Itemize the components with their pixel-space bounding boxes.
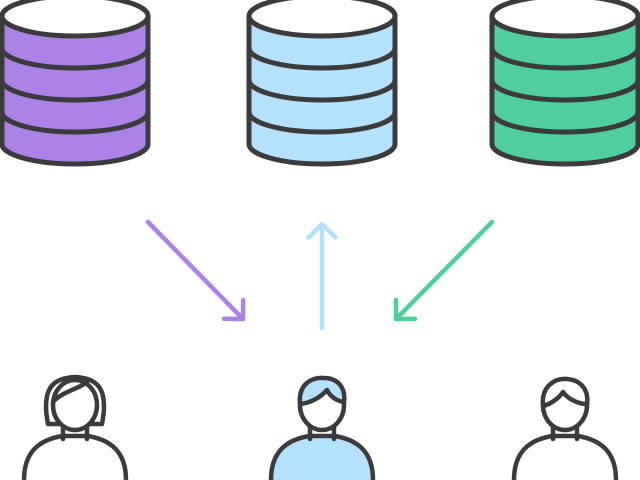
arrow-center-up	[306, 221, 338, 331]
database-band-line	[246, 111, 398, 135]
database-purple	[0, 0, 151, 167]
database-band-line	[489, 79, 640, 103]
database-green	[489, 0, 640, 167]
hair-fringe	[50, 379, 90, 405]
database-band-line	[489, 47, 640, 71]
database-lid	[246, 0, 398, 39]
arrow-shaft	[145, 219, 246, 322]
database-band-line	[246, 47, 398, 71]
user-center	[268, 375, 376, 480]
database-band-line	[0, 47, 151, 71]
user-right	[511, 376, 619, 480]
database-band-line	[489, 111, 640, 135]
database-lid	[0, 0, 151, 39]
arrowhead	[221, 297, 246, 322]
database-light-blue	[246, 0, 398, 167]
arrow-shaft	[393, 219, 495, 322]
database-lid	[489, 0, 640, 39]
arrowhead	[393, 297, 418, 322]
user-body	[268, 433, 376, 480]
user-body	[511, 433, 619, 480]
arrow-purple-to-center	[145, 219, 246, 322]
arrowhead	[306, 221, 338, 240]
user-woman-icon	[21, 374, 129, 480]
hair	[297, 375, 347, 407]
database-band-line	[0, 111, 151, 135]
arrow-green-to-center	[393, 219, 495, 322]
database-band-line	[0, 79, 151, 103]
user-left	[21, 374, 129, 480]
hair	[540, 376, 590, 409]
database-band-line	[246, 79, 398, 103]
user-icon	[268, 375, 376, 480]
user-body	[21, 433, 129, 480]
user-icon	[511, 376, 619, 480]
